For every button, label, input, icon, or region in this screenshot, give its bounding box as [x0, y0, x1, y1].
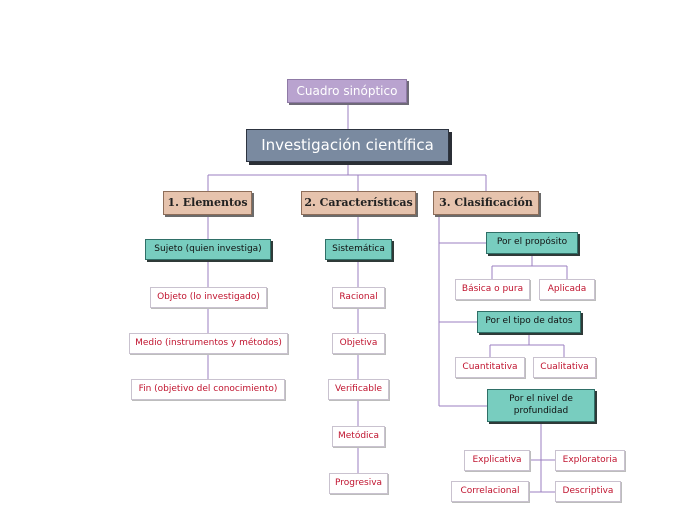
node-sujeto[interactable]: Sujeto (quien investiga): [145, 239, 271, 260]
category-caracteristicas[interactable]: 2. Características: [301, 191, 416, 215]
node-fin[interactable]: Fin (objetivo del conocimiento): [131, 379, 285, 400]
node-racional[interactable]: Racional: [332, 287, 385, 308]
node-objetiva[interactable]: Objetiva: [332, 333, 385, 354]
node-exploratoria[interactable]: Exploratoria: [555, 450, 625, 471]
node-basica-o-pura[interactable]: Básica o pura: [455, 279, 530, 300]
node-medio[interactable]: Medio (instrumentos y métodos): [129, 333, 288, 354]
node-progresiva[interactable]: Progresiva: [329, 473, 388, 494]
node-correlacional[interactable]: Correlacional: [451, 481, 529, 502]
node-cuantitativa[interactable]: Cuantitativa: [455, 357, 525, 378]
node-descriptiva[interactable]: Descriptiva: [555, 481, 621, 502]
category-elementos[interactable]: 1. Elementos: [163, 191, 252, 215]
node-por-el-proposito[interactable]: Por el propósito: [486, 232, 578, 254]
top-node-cuadro-sinoptico[interactable]: Cuadro sinóptico: [287, 79, 407, 103]
node-por-el-nivel-de-profundidad[interactable]: Por el nivel de profundidad: [487, 389, 595, 422]
node-explicativa[interactable]: Explicativa: [464, 450, 530, 471]
category-clasificacion[interactable]: 3. Clasificación: [433, 191, 539, 215]
node-sistematica[interactable]: Sistemática: [325, 239, 392, 260]
node-cualitativa[interactable]: Cualitativa: [533, 357, 596, 378]
main-node-investigacion-cientifica[interactable]: Investigación científica: [246, 129, 449, 162]
node-aplicada[interactable]: Aplicada: [539, 279, 595, 300]
node-objeto[interactable]: Objeto (lo investigado): [150, 287, 267, 308]
node-metodica[interactable]: Metódica: [332, 426, 385, 447]
node-verificable[interactable]: Verificable: [328, 379, 389, 400]
node-por-el-tipo-de-datos[interactable]: Por el tipo de datos: [477, 311, 581, 333]
